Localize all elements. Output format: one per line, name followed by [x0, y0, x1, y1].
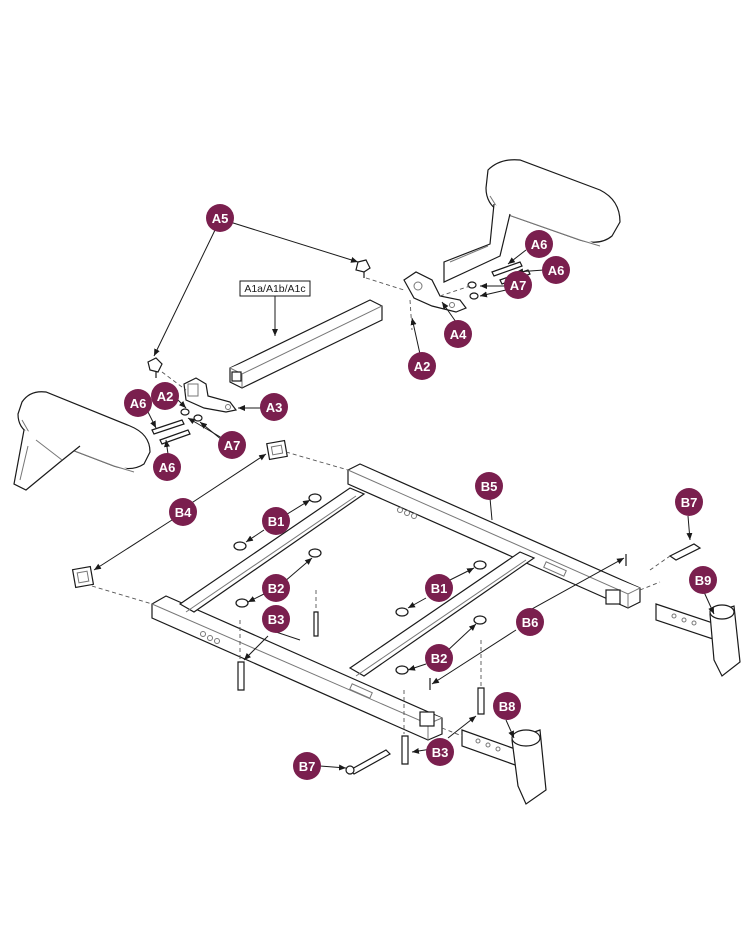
- svg-text:A7: A7: [224, 438, 241, 453]
- svg-text:B3: B3: [432, 745, 449, 760]
- svg-text:B7: B7: [299, 759, 316, 774]
- callout-b3-left: B3: [262, 605, 290, 633]
- svg-text:B5: B5: [481, 479, 498, 494]
- svg-text:A6: A6: [531, 237, 548, 252]
- svg-text:A7: A7: [510, 278, 527, 293]
- svg-text:A6: A6: [159, 460, 176, 475]
- callout-b7-front: B7: [293, 752, 321, 780]
- svg-text:B2: B2: [431, 651, 448, 666]
- callout-a6-lower-2: A6: [153, 453, 181, 481]
- svg-text:A3: A3: [266, 400, 283, 415]
- svg-text:A6: A6: [130, 396, 147, 411]
- svg-text:B8: B8: [499, 699, 516, 714]
- callouts: A5 A6 A6 A7 A4 A2 A2 A3 A6 A6 A7 B4 B5 B…: [124, 204, 717, 780]
- callout-a7-lower: A7: [218, 431, 246, 459]
- callout-a6-lower-1: A6: [124, 389, 152, 417]
- svg-text:B7: B7: [681, 495, 698, 510]
- callout-a7-upper: A7: [504, 271, 532, 299]
- svg-text:B9: B9: [695, 573, 712, 588]
- callout-b5: B5: [475, 472, 503, 500]
- callout-a2-upper: A2: [408, 352, 436, 380]
- callout-b3-front: B3: [426, 738, 454, 766]
- screws-lower: [151, 408, 203, 445]
- svg-text:B4: B4: [175, 505, 192, 520]
- armrest-tube: [229, 299, 383, 389]
- svg-text:B6: B6: [522, 615, 539, 630]
- callout-b7-right: B7: [675, 488, 703, 516]
- svg-text:B1: B1: [431, 581, 448, 596]
- armrest-right: [443, 159, 621, 283]
- svg-text:B1: B1: [268, 514, 285, 529]
- callout-b2-left: B2: [262, 574, 290, 602]
- callout-a5: A5: [206, 204, 234, 232]
- bracket-left: [183, 377, 238, 413]
- wood-screw-right: [668, 543, 702, 561]
- knob-lower: [147, 357, 163, 378]
- armrest-left: [13, 391, 151, 491]
- callout-b8: B8: [493, 692, 521, 720]
- wood-screw-front: [345, 749, 391, 775]
- reference-label-text: A1a/A1b/A1c: [244, 283, 305, 295]
- svg-text:B3: B3: [268, 612, 285, 627]
- callout-a6-upper-2: A6: [542, 256, 570, 284]
- callout-b1-left: B1: [262, 507, 290, 535]
- callout-a6-upper-1: A6: [525, 230, 553, 258]
- end-cap-lower: [71, 565, 95, 589]
- svg-text:A4: A4: [450, 327, 467, 342]
- callout-b4: B4: [169, 498, 197, 526]
- callout-a2-lower: A2: [151, 382, 179, 410]
- callout-b6: B6: [516, 608, 544, 636]
- bracket-right: [403, 271, 467, 331]
- mount-bracket-front: [461, 729, 547, 805]
- callout-b2-right: B2: [425, 644, 453, 672]
- end-cap-upper: [266, 439, 288, 461]
- callout-b9: B9: [689, 566, 717, 594]
- svg-text:A2: A2: [414, 359, 431, 374]
- svg-text:A6: A6: [548, 263, 565, 278]
- callout-a4: A4: [444, 320, 472, 348]
- svg-text:B2: B2: [268, 581, 285, 596]
- reference-label: A1a/A1b/A1c: [239, 280, 311, 336]
- frame-hardware: [233, 493, 627, 765]
- callout-b1-right: B1: [425, 574, 453, 602]
- svg-text:A5: A5: [212, 211, 229, 226]
- knob-upper: [355, 259, 371, 278]
- mount-bracket-right: [655, 603, 741, 677]
- svg-text:A2: A2: [157, 389, 174, 404]
- alignment-lines: [91, 277, 671, 737]
- callout-a3: A3: [260, 393, 288, 421]
- seat-frame: [151, 463, 641, 741]
